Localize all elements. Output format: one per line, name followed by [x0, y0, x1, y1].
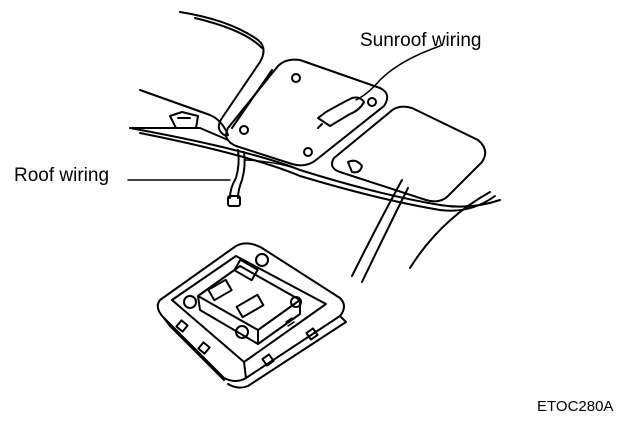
roof-wiring-harness: [228, 150, 300, 206]
overhead-console: [158, 243, 346, 387]
sunroof-connector: [318, 46, 440, 128]
sunroof-panel: [332, 107, 485, 202]
sunroof-wiring-label: Sunroof wiring: [360, 30, 482, 51]
pillar-lines: [352, 180, 490, 282]
roof-bracket: [170, 112, 198, 128]
sunroof-opening: [226, 60, 387, 166]
figure-code-label: ETOC280A: [537, 398, 614, 415]
roof-wiring-label: Roof wiring: [14, 165, 110, 186]
